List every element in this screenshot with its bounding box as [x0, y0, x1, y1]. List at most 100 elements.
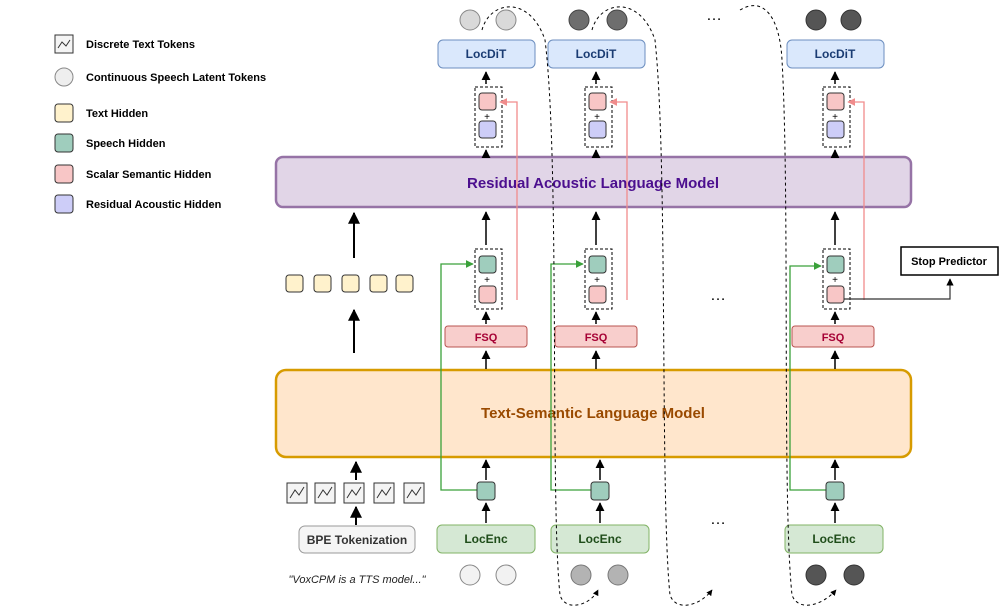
locdit-block — [437, 39, 536, 69]
locdit-block — [786, 39, 885, 69]
locenc-block — [784, 524, 884, 554]
latent-token-input — [843, 564, 865, 586]
fusion-box — [474, 248, 503, 310]
column-2: LocDiT + + FSQ LocEnc — [547, 9, 650, 586]
legend-item-text-hidden: Text Hidden — [54, 103, 148, 123]
ellipsis: … — [710, 287, 726, 304]
legend-label: Discrete Text Tokens — [86, 39, 195, 51]
fusion-box — [822, 86, 851, 148]
locenc-block — [550, 524, 650, 554]
text-hidden-square — [369, 274, 388, 293]
skip-link — [440, 260, 486, 491]
fusion-box — [822, 248, 851, 310]
feedback-arrow — [739, 5, 837, 606]
ellipsis: … — [706, 7, 722, 24]
locenc-label: LocEnc — [464, 532, 508, 546]
legend-item-speech-latent-tokens: Continuous Speech Latent Tokens — [54, 67, 266, 87]
input-text: "VoxCPM is a TTS model..." — [289, 574, 427, 586]
feedback-arrow — [591, 6, 713, 606]
scalar-semantic-square — [478, 92, 497, 111]
skip-link — [550, 260, 596, 491]
text-hidden-square — [395, 274, 414, 293]
residual-acoustic-square — [826, 120, 845, 139]
plus-sign: + — [832, 112, 838, 123]
speech-hidden-square — [588, 255, 607, 274]
stop-predictor-block — [900, 246, 999, 276]
ellipsis: … — [710, 511, 726, 528]
ralm-label: Residual Acoustic Language Model — [467, 175, 719, 192]
legend-label: Continuous Speech Latent Tokens — [86, 72, 266, 84]
latent-token-output — [606, 9, 628, 31]
latent-token-input — [805, 564, 827, 586]
residual-link — [847, 98, 865, 300]
legend-label: Scalar Semantic Hidden — [86, 169, 212, 181]
square-icon — [54, 103, 74, 123]
fsq-block — [554, 325, 638, 348]
locdit-block — [547, 39, 646, 69]
plus-sign: + — [594, 112, 600, 123]
speech-hidden-square — [825, 481, 845, 501]
legend-label: Speech Hidden — [86, 138, 166, 150]
square-icon — [54, 194, 74, 214]
bpe-label: BPE Tokenization — [307, 533, 407, 547]
circle-icon — [54, 67, 74, 87]
plus-sign: + — [594, 275, 600, 286]
latent-token-input — [570, 564, 592, 586]
residual-link — [499, 98, 518, 300]
stop-predictor-label: Stop Predictor — [911, 256, 988, 268]
legend-item-discrete-text-tokens: Discrete Text Tokens — [54, 34, 195, 54]
scalar-semantic-square — [588, 285, 607, 304]
locdit-label: LocDiT — [815, 47, 856, 61]
square-icon — [54, 133, 74, 153]
locenc-block — [436, 524, 536, 554]
tslm-label: Text-Semantic Language Model — [481, 405, 705, 422]
locdit-label: LocDiT — [466, 47, 507, 61]
scalar-semantic-square — [478, 285, 497, 304]
scalar-semantic-square — [826, 92, 845, 111]
speech-hidden-square — [826, 255, 845, 274]
residual-acoustic-square — [478, 120, 497, 139]
fusion-box — [584, 86, 613, 148]
scalar-semantic-square — [588, 92, 607, 111]
locenc-label: LocEnc — [812, 532, 856, 546]
speech-hidden-square — [478, 255, 497, 274]
plus-sign: + — [484, 275, 490, 286]
scalar-semantic-square — [826, 285, 845, 304]
square-icon — [54, 164, 74, 184]
autoregressive-feedback — [481, 5, 837, 606]
column-n: LocDiT + + FSQ LocEnc Stop Predictor — [784, 9, 999, 586]
text-hidden-square — [285, 274, 304, 293]
text-hidden-square — [341, 274, 360, 293]
bpe-tokenization-box — [298, 525, 416, 554]
text-token-row — [286, 482, 425, 504]
latent-token-output — [805, 9, 827, 31]
locdit-label: LocDiT — [576, 47, 617, 61]
fusion-box — [584, 248, 613, 310]
speech-hidden-square — [476, 481, 496, 501]
residual-link — [609, 98, 628, 300]
legend-item-scalar-semantic-hidden: Scalar Semantic Hidden — [54, 164, 212, 184]
plus-sign: + — [484, 112, 490, 123]
plus-sign: + — [832, 275, 838, 286]
text-branch: BPE Tokenization "VoxCPM is a TTS model.… — [285, 211, 427, 586]
legend-label: Residual Acoustic Hidden — [86, 199, 222, 211]
skip-link — [789, 262, 835, 491]
legend-label: Text Hidden — [86, 108, 148, 120]
legend: Discrete Text Tokens Continuous Speech L… — [54, 34, 266, 214]
fsq-label: FSQ — [822, 332, 845, 344]
fsq-block — [444, 325, 528, 348]
latent-token-output — [840, 9, 862, 31]
latent-token-output — [495, 9, 517, 31]
latent-token-output — [459, 9, 481, 31]
fusion-box — [474, 86, 503, 148]
feedback-arrow — [481, 6, 599, 606]
latent-token-input — [607, 564, 629, 586]
legend-item-speech-hidden: Speech Hidden — [54, 133, 166, 153]
latent-token-input — [459, 564, 481, 586]
text-semantic-language-model — [274, 368, 913, 459]
fsq-block — [791, 325, 875, 348]
locenc-label: LocEnc — [578, 532, 622, 546]
latent-token-input — [495, 564, 517, 586]
stop-link — [844, 278, 954, 300]
